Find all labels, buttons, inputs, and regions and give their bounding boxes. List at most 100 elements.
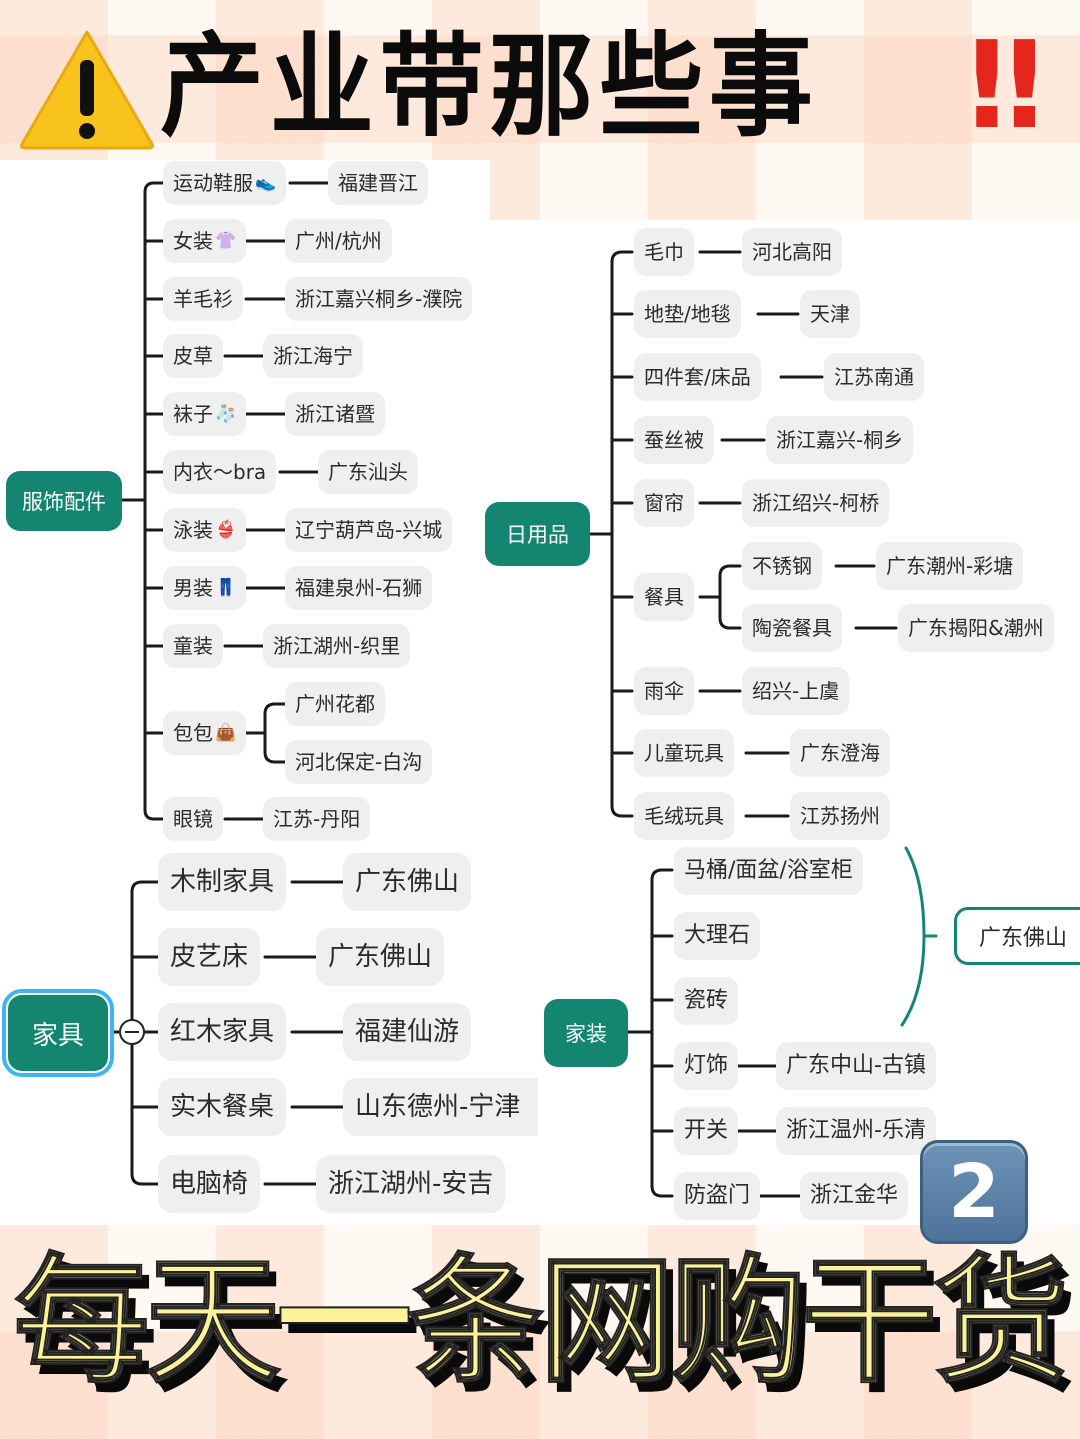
node-label: 雨伞 [644, 679, 684, 703]
category-bags[interactable]: 包包👜 [163, 711, 247, 755]
category-tiles[interactable]: 瓷砖 [674, 977, 739, 1025]
category-plush-toys[interactable]: 毛绒玩具 [634, 792, 734, 840]
category-wooden-furniture[interactable]: 木制家具 [158, 853, 287, 911]
place-node[interactable]: 浙江湖州-织里 [263, 624, 411, 668]
category-switches[interactable]: 开关 [674, 1107, 739, 1155]
category-leather-bed[interactable]: 皮艺床 [158, 928, 261, 986]
place-node[interactable]: 河北高阳 [742, 228, 842, 276]
category-kidswear[interactable]: 童装 [163, 624, 223, 668]
place-node[interactable]: 广东澄海 [790, 729, 890, 777]
place-node[interactable]: 浙江嘉兴桐乡-濮院 [285, 277, 473, 321]
category-redwood-furniture[interactable]: 红木家具 [158, 1003, 287, 1061]
node-label: 浙江诸暨 [295, 402, 375, 426]
node-label: 皮艺床 [170, 942, 249, 972]
category-bedding[interactable]: 四件套/床品 [634, 353, 761, 401]
category-carpet[interactable]: 地垫/地毯 [634, 290, 741, 338]
root-node-clothing[interactable]: 服饰配件 [6, 471, 122, 531]
blouse-icon: 👚 [215, 230, 237, 251]
node-label: 实木餐桌 [170, 1092, 275, 1122]
bikini-icon: 👙 [215, 519, 237, 540]
node-label: 浙江海宁 [273, 344, 353, 368]
category-menswear[interactable]: 男装👖 [163, 566, 247, 610]
node-label: 儿童玩具 [644, 741, 724, 765]
node-label: 浙江绍兴-柯桥 [752, 491, 880, 515]
category-lingerie[interactable]: 内衣～bra [163, 450, 277, 494]
category-bathroom[interactable]: 马桶/面盆/浴室柜 [674, 847, 863, 895]
place-node[interactable]: 河北保定-白沟 [285, 740, 433, 784]
root-node-daily-goods[interactable]: 日用品 [485, 502, 590, 566]
place-node[interactable]: 天津 [800, 290, 860, 338]
place-node[interactable]: 江苏-丹阳 [263, 797, 371, 841]
place-node[interactable]: 浙江诸暨 [285, 392, 385, 436]
node-label: 蚕丝被 [644, 428, 704, 452]
category-sweater[interactable]: 羊毛衫 [163, 277, 243, 321]
node-label: 福建仙游 [355, 1017, 460, 1047]
keycap-2-icon: 2 [920, 1140, 1028, 1244]
place-node[interactable]: 广东潮州-彩塘 [876, 542, 1024, 590]
category-computer-chair[interactable]: 电脑椅 [158, 1155, 261, 1213]
subcategory-stainless-steel[interactable]: 不锈钢 [742, 542, 822, 590]
node-label: 河北保定-白沟 [295, 750, 423, 774]
node-label: 福建泉州-石狮 [295, 576, 423, 600]
category-marble[interactable]: 大理石 [674, 912, 761, 960]
place-node[interactable]: 广东佛山 [316, 928, 445, 986]
category-lighting[interactable]: 灯饰 [674, 1042, 739, 1090]
place-node[interactable]: 江苏扬州 [790, 792, 890, 840]
category-dining-table[interactable]: 实木餐桌 [158, 1078, 287, 1136]
place-node[interactable]: 广东佛山 [343, 853, 472, 911]
place-node[interactable]: 广东中山-古镇 [776, 1042, 936, 1090]
place-node[interactable]: 绍兴-上虞 [742, 667, 850, 715]
place-node[interactable]: 山东德州-宁津 [343, 1078, 538, 1136]
category-curtain[interactable]: 窗帘 [634, 479, 694, 527]
root-node-home-deco[interactable]: 家装 [544, 999, 628, 1067]
category-security-door[interactable]: 防盗门 [674, 1172, 761, 1220]
place-node[interactable]: 广东揭阳&潮州 [898, 604, 1054, 652]
node-label: 广东澄海 [800, 741, 880, 765]
node-label: 广州花都 [295, 692, 375, 716]
node-label: 防盗门 [684, 1183, 751, 1208]
category-glasses[interactable]: 眼镜 [163, 797, 223, 841]
collapse-toggle-button[interactable] [119, 1019, 145, 1045]
place-node[interactable]: 广州花都 [285, 682, 385, 726]
place-node[interactable]: 浙江温州-乐清 [776, 1107, 936, 1155]
node-label: 窗帘 [644, 491, 684, 515]
place-node[interactable]: 辽宁葫芦岛-兴城 [285, 508, 453, 552]
place-node[interactable]: 广州/杭州 [285, 219, 392, 263]
category-kids-toys[interactable]: 儿童玩具 [634, 729, 734, 777]
node-label: 广东佛山 [979, 926, 1068, 951]
place-node[interactable]: 福建仙游 [343, 1003, 472, 1061]
category-umbrella[interactable]: 雨伞 [634, 667, 694, 715]
node-label: 眼镜 [173, 807, 213, 831]
node-label: 毛绒玩具 [644, 804, 724, 828]
root-label: 家具 [31, 1020, 84, 1051]
category-silk-quilt[interactable]: 蚕丝被 [634, 416, 714, 464]
place-node[interactable]: 浙江湖州-安吉 [316, 1155, 506, 1213]
category-tableware[interactable]: 餐具 [634, 573, 694, 621]
place-node[interactable]: 浙江金华 [800, 1172, 909, 1220]
place-node[interactable]: 广东汕头 [318, 450, 418, 494]
category-swimwear[interactable]: 泳装👙 [163, 508, 247, 552]
place-node[interactable]: 福建泉州-石狮 [285, 566, 433, 610]
place-node[interactable]: 浙江嘉兴-桐乡 [766, 416, 914, 464]
subcategory-ceramic-tableware[interactable]: 陶瓷餐具 [742, 604, 842, 652]
root-node-furniture[interactable]: 家具 [2, 989, 114, 1077]
node-label: 广东潮州-彩塘 [886, 554, 1014, 578]
node-label: 陶瓷餐具 [752, 616, 832, 640]
node-label: 红木家具 [170, 1017, 275, 1047]
place-node[interactable]: 浙江绍兴-柯桥 [742, 479, 890, 527]
node-label: 辽宁葫芦岛-兴城 [295, 518, 443, 542]
category-socks[interactable]: 袜子🧦 [163, 392, 247, 436]
handbag-icon: 👜 [215, 722, 237, 743]
category-womenswear[interactable]: 女装👚 [163, 219, 247, 263]
node-label: 浙江温州-乐清 [786, 1118, 926, 1143]
place-node[interactable]: 福建晋江 [328, 161, 428, 205]
place-node[interactable]: 江苏南通 [824, 353, 924, 401]
category-fur[interactable]: 皮草 [163, 334, 223, 378]
node-label: 广东中山-古镇 [786, 1053, 926, 1078]
summary-place-node[interactable]: 广东佛山 [954, 907, 1080, 965]
root-label: 服饰配件 [22, 490, 106, 514]
place-node[interactable]: 浙江海宁 [263, 334, 363, 378]
category-sportswear[interactable]: 运动鞋服👟 [163, 161, 287, 205]
category-towel[interactable]: 毛巾 [634, 228, 694, 276]
node-label: 木制家具 [170, 867, 275, 897]
